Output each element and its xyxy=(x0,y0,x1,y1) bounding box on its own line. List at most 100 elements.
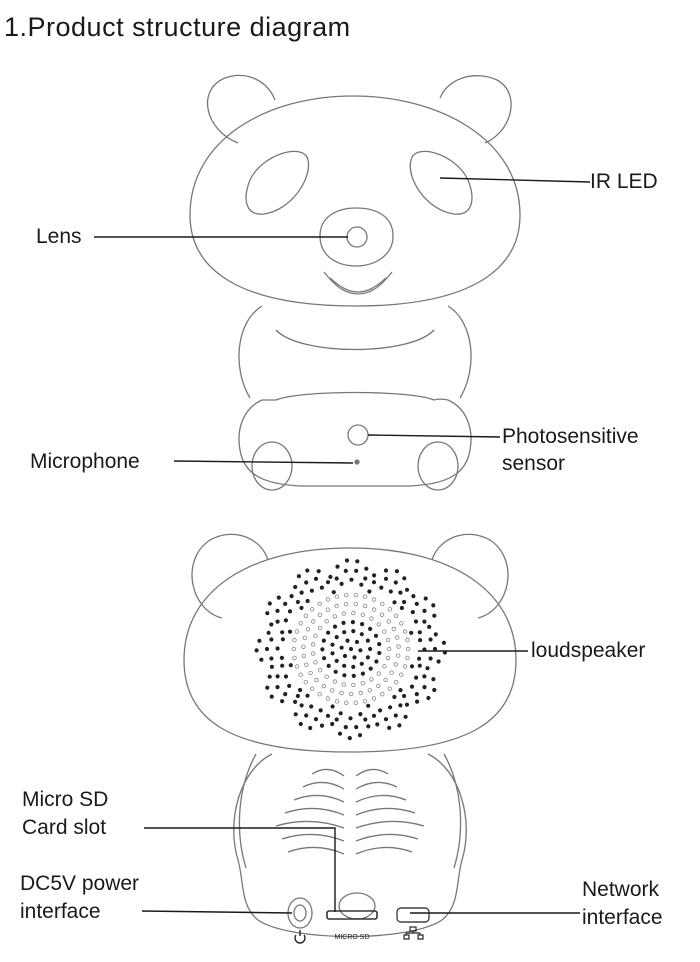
speaker-dot xyxy=(354,725,359,730)
front-mouth xyxy=(323,271,393,295)
speaker-dot xyxy=(355,559,360,564)
speaker-dot xyxy=(269,694,274,699)
speaker-dot xyxy=(330,721,335,727)
speaker-dot xyxy=(325,696,331,701)
speaker-dot xyxy=(399,621,404,626)
micro-sd-imprint: MICRO SD xyxy=(335,934,370,941)
front-left-ear xyxy=(207,74,276,144)
back-left-ear xyxy=(191,533,269,619)
speaker-dot xyxy=(293,712,298,717)
back-shoulder-left xyxy=(238,753,257,869)
ir-led-left-eye xyxy=(245,150,310,215)
speaker-dot xyxy=(332,614,337,619)
speaker-dot xyxy=(353,593,358,598)
speaker-dot xyxy=(331,590,336,595)
speaker-dot xyxy=(377,642,382,647)
speaker-dot xyxy=(325,607,330,612)
speaker-dot xyxy=(402,693,407,699)
speaker-dot xyxy=(311,619,316,624)
vent-slot xyxy=(355,833,419,842)
speaker-dot xyxy=(402,599,407,605)
speaker-dot xyxy=(275,608,280,614)
speaker-dot xyxy=(387,646,392,652)
speaker-dot xyxy=(388,705,393,710)
vent-slot xyxy=(355,820,425,829)
speaker-dot xyxy=(380,601,385,606)
label-loudspeaker: loudspeaker xyxy=(531,639,646,662)
speaker-dot xyxy=(324,674,329,679)
speaker-dot xyxy=(363,717,368,722)
speaker-dot xyxy=(269,622,274,627)
speaker-dot xyxy=(313,717,319,722)
label-lens: Lens xyxy=(36,225,82,248)
speaker-dot xyxy=(417,656,422,661)
speaker-dot xyxy=(321,638,326,643)
speaker-dot xyxy=(314,677,319,683)
speaker-dot xyxy=(441,640,446,645)
speaker-dot xyxy=(344,593,349,598)
speaker-dot xyxy=(339,645,344,650)
speaker-dot xyxy=(398,703,403,708)
label-network-2: interface xyxy=(582,906,663,929)
speaker-dot xyxy=(334,717,339,722)
speaker-dot xyxy=(357,733,363,738)
speaker-dot xyxy=(296,574,301,579)
speaker-dot xyxy=(371,580,377,585)
speaker-dot xyxy=(418,638,423,643)
speaker-dot xyxy=(425,666,430,671)
speaker-dot xyxy=(325,580,331,585)
speaker-dot xyxy=(294,664,300,669)
speaker-dot xyxy=(283,692,288,697)
speaker-dot xyxy=(374,659,379,664)
speaker-dot xyxy=(395,635,400,640)
label-photosensitive-1: Photosensitive xyxy=(502,425,639,448)
speaker-dot xyxy=(414,601,419,607)
front-left-foot xyxy=(251,441,293,491)
speaker-dot xyxy=(313,660,318,665)
speaker-dot xyxy=(317,601,322,606)
speaker-dot xyxy=(414,692,419,697)
speaker-dot xyxy=(267,674,272,679)
speaker-dot xyxy=(330,688,335,693)
speaker-dot xyxy=(267,601,272,606)
speaker-dot xyxy=(341,620,346,626)
speaker-dot xyxy=(304,662,309,667)
speaker-dot xyxy=(305,598,310,604)
speaker-dot xyxy=(406,646,411,652)
speaker-dot xyxy=(422,674,427,679)
speaker-dot xyxy=(371,607,377,612)
speaker-dot xyxy=(382,629,387,634)
label-network-1: Network xyxy=(582,878,660,901)
speaker-dot xyxy=(292,655,297,661)
speaker-dot xyxy=(354,568,359,574)
speaker-dot xyxy=(283,674,289,679)
speaker-dot xyxy=(317,692,322,697)
speaker-dot xyxy=(363,603,368,609)
speaker-dot xyxy=(397,723,402,728)
front-left-arm xyxy=(238,305,263,399)
label-ir-led: IR LED xyxy=(590,170,658,193)
network-port[interactable] xyxy=(396,907,430,923)
speaker-dot xyxy=(432,687,437,693)
speaker-dot xyxy=(359,632,364,637)
speaker-dot xyxy=(326,663,331,669)
speaker-dot xyxy=(382,664,387,669)
speaker-dot xyxy=(293,584,298,590)
speaker-dot xyxy=(402,576,407,581)
micro-sd-card-slot[interactable] xyxy=(326,910,378,920)
speaker-dot xyxy=(348,691,354,697)
speaker-dot xyxy=(365,655,370,660)
speaker-dot xyxy=(431,677,436,682)
speaker-dot xyxy=(292,637,297,643)
speaker-dot xyxy=(321,683,326,689)
speaker-dot xyxy=(265,611,270,616)
speaker-dot xyxy=(432,646,438,652)
speaker-dot xyxy=(388,589,393,594)
speaker-dot xyxy=(275,619,280,624)
speaker-dot xyxy=(291,646,296,652)
speaker-dot xyxy=(334,699,340,704)
speaker-dot xyxy=(371,597,377,602)
speaker-dot xyxy=(377,650,382,656)
label-micro-sd-1: Micro SD xyxy=(22,788,109,811)
speaker-dot xyxy=(283,601,288,607)
